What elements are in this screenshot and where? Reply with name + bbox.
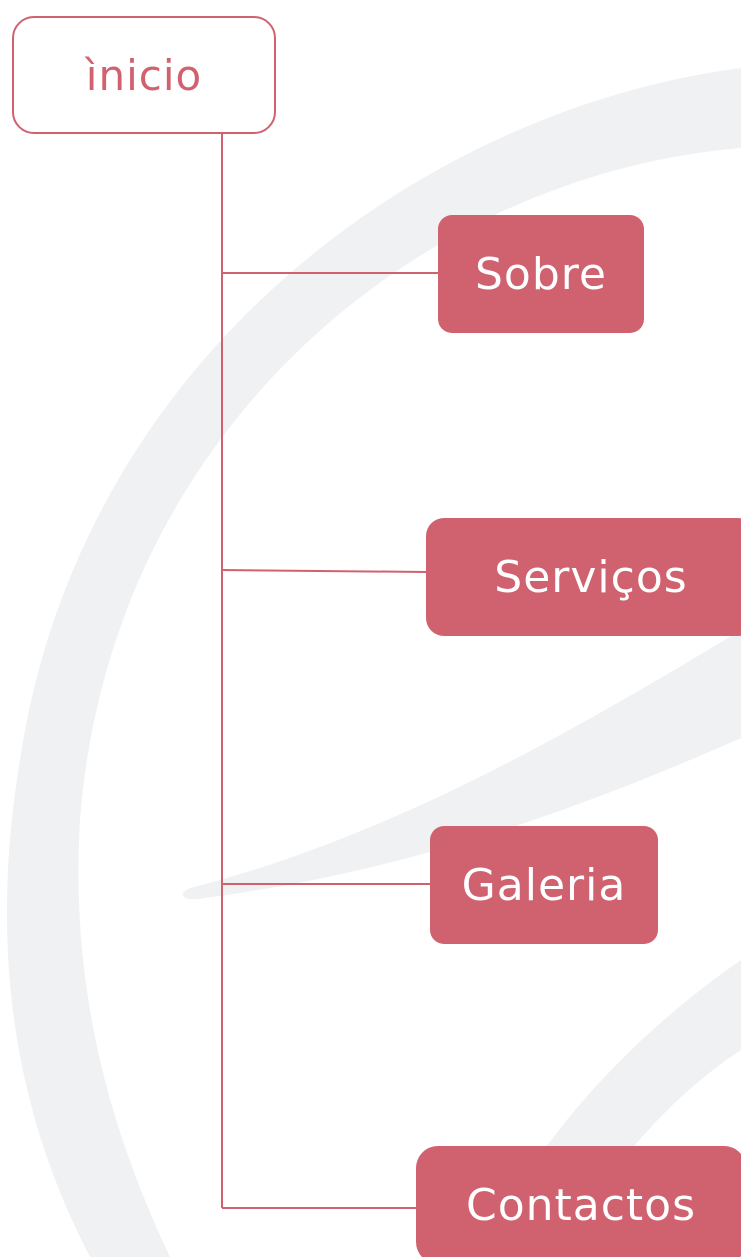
node-inicio[interactable]: ìnicio xyxy=(12,16,276,134)
node-contactos[interactable]: Contactos xyxy=(416,1146,741,1257)
node-sobre[interactable]: Sobre xyxy=(438,215,644,333)
watermark-tail xyxy=(182,630,741,900)
node-galeria[interactable]: Galeria xyxy=(430,826,658,944)
branch-line-servicos xyxy=(221,569,427,573)
watermark-swoosh xyxy=(6,68,741,1257)
node-servicos[interactable]: Serviços xyxy=(426,518,741,636)
